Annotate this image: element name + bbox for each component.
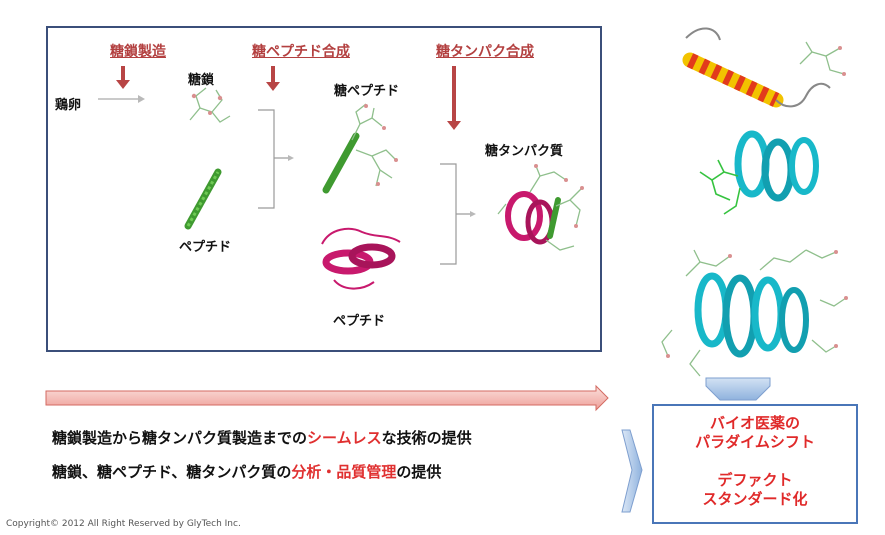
copyright-notice: Copyright© 2012 All Right Reserved by Gl… [6, 519, 241, 529]
outcome-box: バイオ医薬の パラダイムシフト デファクト スタンダード化 [652, 404, 858, 524]
outcome-line: パラダイムシフト [695, 433, 815, 451]
down-arrow-icon [116, 66, 130, 89]
statement-seamless-technology: 糖鎖製造から糖タンパク質製造までのシームレスな技術の提供 [52, 429, 472, 447]
process-diagram-frame [46, 26, 602, 352]
down-arrow-icon [447, 66, 461, 130]
glycopeptide-image [322, 103, 398, 194]
label-glycopeptide: 糖ペプチド [334, 84, 400, 99]
chevron-right-icon [621, 429, 643, 513]
down-block-arrow-icon [705, 377, 771, 401]
peptide-helix-image [184, 168, 222, 230]
outcome-line: スタンダード化 [702, 490, 808, 508]
arrow-right-icon [98, 95, 145, 103]
label-glycoprotein: 糖タンパク質 [485, 144, 564, 159]
peptide-protein-image [321, 227, 401, 290]
glycan-molecule-image [189, 87, 231, 123]
glycoprotein-structure-image [699, 130, 819, 215]
statement-analysis-quality: 糖鎖、糖ペプチド、糖タンパク質の分析・品質管理の提供 [52, 463, 442, 481]
label-glycan: 糖鎖 [188, 73, 215, 88]
helix-structure-image [682, 27, 846, 108]
label-egg: 鶏卵 [55, 98, 82, 113]
step-glycan-manufacturing: 糖鎖製造 [110, 44, 166, 60]
merge-bracket-icon [258, 109, 294, 209]
step-glycoprotein-synthesis: 糖タンパク合成 [436, 44, 534, 60]
step-glycopeptide-synthesis: 糖ペプチド合成 [252, 44, 350, 60]
progress-arrow-icon [45, 384, 609, 412]
glycoprotein-image [497, 164, 584, 251]
outcome-line: デファクト [717, 471, 793, 489]
down-arrow-icon [266, 66, 280, 91]
outcome-line: バイオ医薬の [709, 414, 800, 432]
large-glycoprotein-structure-image [661, 249, 848, 377]
label-peptide-1: ペプチド [179, 240, 232, 255]
label-peptide-2: ペプチド [333, 314, 386, 329]
merge-bracket-icon [440, 163, 476, 265]
